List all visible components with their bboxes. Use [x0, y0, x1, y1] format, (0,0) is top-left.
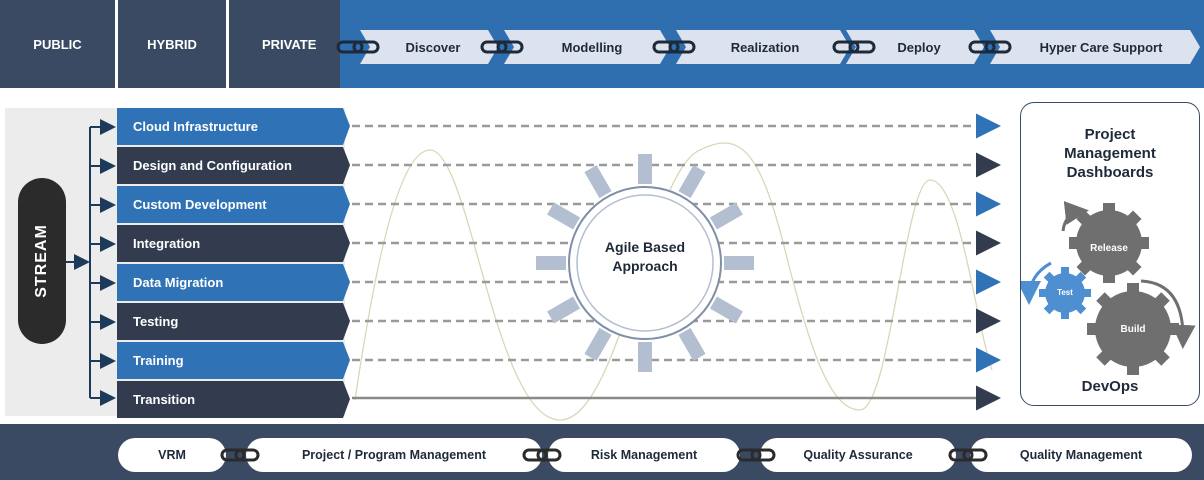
pm-dashboard-title: Project Management Dashboards [1021, 125, 1199, 182]
phase-chevrons [336, 30, 1200, 64]
stream-row-cloud-infrastructure: Cloud Infrastructure [117, 108, 343, 145]
stream-row-label: Custom Development [133, 197, 267, 212]
stream-row-label: Transition [133, 392, 196, 407]
chain-link-icon [968, 40, 1012, 54]
stream-row-data-migration: Data Migration [117, 264, 343, 301]
row-tip [343, 225, 350, 262]
build-gear-icon [1087, 283, 1179, 375]
phase-chevron-discover [360, 30, 498, 64]
pm-title-line3: Dashboards [1066, 164, 1154, 181]
stream-row-testing: Testing [117, 303, 343, 340]
support-chain-links [220, 448, 988, 462]
phase-chevron-modelling [504, 30, 670, 64]
phase-hyper-care-support: Hyper Care Support [1004, 30, 1198, 64]
phase-deploy: Deploy [862, 30, 976, 64]
phase-chevron-hyper-care [990, 30, 1200, 64]
stream-row-label: Training [133, 353, 184, 368]
devops-label: DevOps [1081, 378, 1139, 395]
cloud-type-hybrid: HYBRID [118, 0, 226, 88]
stream-pill [18, 178, 66, 344]
cycle-arrow-icon [1061, 201, 1089, 232]
support-item-quality-assurance: Quality Assurance [760, 438, 956, 472]
support-item-label: Project / Program Management [301, 448, 487, 462]
agile-wave [354, 142, 993, 421]
row-tip [343, 381, 350, 418]
phase-label: Discover [405, 39, 461, 55]
stream-connector [66, 119, 116, 406]
test-gear-label: Test [1045, 288, 1085, 297]
agile-gear-label: Agile Based Approach [575, 238, 715, 276]
cloud-type-label: PRIVATE [262, 36, 317, 52]
cycle-arrow-icon [1021, 261, 1052, 305]
support-item-label: Quality Assurance [803, 448, 913, 462]
gear-label: Release [1090, 243, 1128, 254]
row-tip [343, 147, 350, 184]
phase-label: Modelling [561, 39, 623, 55]
build-gear-label: Build [1103, 324, 1163, 335]
chain-link-icon [220, 448, 260, 462]
cycle-arrow-icon [1140, 279, 1196, 349]
stream-row-custom-development: Custom Development [117, 186, 343, 223]
gear-label: Build [1120, 324, 1146, 335]
cloud-type-label: HYBRID [147, 36, 197, 52]
stream-row-design-configuration: Design and Configuration [117, 147, 343, 184]
stream-row-training: Training [117, 342, 343, 379]
phase-realization: Realization [690, 30, 840, 64]
support-item-risk-management: Risk Management [548, 438, 740, 472]
test-gear-icon [1039, 267, 1091, 319]
gear-label: Test [1057, 288, 1073, 297]
row-tip [343, 342, 350, 379]
phase-discover: Discover [376, 30, 490, 64]
cloud-type-private: PRIVATE [229, 0, 349, 88]
stream-row-label: Cloud Infrastructure [133, 119, 258, 134]
support-item-vrm: VRM [118, 438, 226, 472]
phase-label: Realization [730, 39, 800, 55]
support-item-label: Quality Management [1019, 448, 1143, 462]
stream-row-integration: Integration [117, 225, 343, 262]
phase-label: Deploy [897, 39, 941, 55]
chain-link-icon [736, 448, 776, 462]
row-tip [343, 186, 350, 223]
stream-row-label: Testing [133, 314, 179, 329]
phase-chevron-realization [676, 30, 850, 64]
agile-gear-label-line1: Agile Based [604, 239, 686, 255]
agile-gear-icon [536, 154, 754, 372]
pm-dashboard-panel: Project Management Dashboards [1020, 102, 1200, 406]
support-item-label: VRM [158, 448, 186, 462]
support-item-label: Risk Management [590, 448, 698, 462]
phase-chevron-deploy [846, 30, 984, 64]
phase-label: Hyper Care Support [1039, 39, 1163, 55]
devops-gears [1021, 201, 1196, 375]
chain-link-icon [948, 448, 988, 462]
row-tip [343, 108, 350, 145]
chain-link-icon [480, 40, 524, 54]
pm-title-line1: Project [1084, 126, 1136, 143]
release-gear-label: Release [1079, 243, 1139, 254]
row-tip [343, 303, 350, 340]
agile-gear-label-line2: Approach [612, 258, 678, 274]
chain-link-icon [522, 448, 562, 462]
chain-link-icon [336, 40, 380, 54]
phase-modelling: Modelling [518, 30, 666, 64]
stream-row-label: Integration [133, 236, 201, 251]
support-item-program-management: Project / Program Management [246, 438, 542, 472]
stream-row-label: Data Migration [133, 275, 224, 290]
chain-link-icon [652, 40, 696, 54]
cloud-type-label: PUBLIC [33, 36, 82, 52]
stream-row-transition: Transition [117, 381, 343, 418]
chain-link-icon [832, 40, 876, 54]
row-tip [343, 264, 350, 301]
pm-title-line2: Management [1064, 145, 1156, 162]
cloud-type-public: PUBLIC [0, 0, 115, 88]
support-item-quality-management: Quality Management [970, 438, 1192, 472]
stream-row-label: Design and Configuration [133, 158, 292, 173]
